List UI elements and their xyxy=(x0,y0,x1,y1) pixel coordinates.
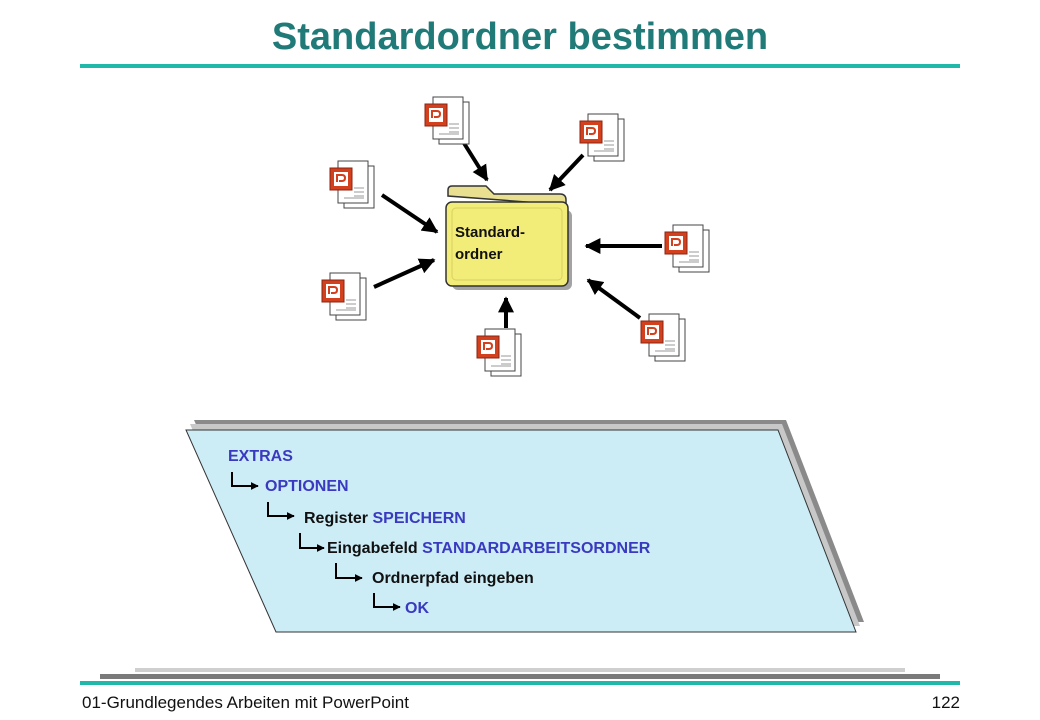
step-connector-arrow xyxy=(231,472,259,490)
arrow-top-left xyxy=(460,138,489,182)
powerpoint-document-icon xyxy=(329,160,375,209)
footer-grey-line xyxy=(100,674,940,679)
powerpoint-document-icon xyxy=(424,96,470,145)
powerpoint-document-icon xyxy=(579,113,625,162)
arrows xyxy=(373,138,662,328)
folder-icon xyxy=(445,185,572,290)
footer-page-number: 122 xyxy=(931,693,960,712)
title-divider xyxy=(80,64,960,68)
folder-label-line2: ordner xyxy=(455,246,503,263)
step-register: Register SPEICHERN xyxy=(304,510,466,528)
arrow-right-lower xyxy=(586,278,642,320)
step-field-prefix: Eingabefeld xyxy=(327,540,418,557)
powerpoint-document-icon xyxy=(664,224,710,273)
footer-shadow-line xyxy=(135,668,905,672)
folder-label: Standard- ordner xyxy=(455,222,525,266)
step-optionen: OPTIONEN xyxy=(265,478,349,495)
step-field-value: STANDARDARBEITSORDNER xyxy=(422,540,651,557)
step-register-value: SPEICHERN xyxy=(372,510,466,527)
slide-title: Standardordner bestimmen xyxy=(271,16,769,58)
step-field: Eingabefeld STANDARDARBEITSORDNER xyxy=(327,540,650,558)
powerpoint-document-icon xyxy=(321,272,367,321)
step-connector-arrow xyxy=(299,533,325,552)
powerpoint-document-icon xyxy=(476,328,522,377)
step-extras: EXTRAS xyxy=(228,448,293,465)
folder-label-line1: Standard- xyxy=(455,224,526,241)
arrow-left-upper xyxy=(380,193,439,234)
footer-divider xyxy=(80,681,960,685)
step-ok: OK xyxy=(405,600,429,617)
step-path: Ordnerpfad eingeben xyxy=(372,570,534,587)
footer-course-title: 01-Grundlegendes Arbeiten mit PowerPoint xyxy=(82,693,409,712)
step-register-prefix: Register xyxy=(304,510,369,527)
step-connectors xyxy=(231,472,401,611)
arrow-top-right xyxy=(548,153,585,192)
step-connector-arrow xyxy=(373,593,401,611)
step-connector-arrow xyxy=(335,563,363,582)
arrow-left-lower xyxy=(373,258,436,289)
step-connector-arrow xyxy=(267,502,295,520)
powerpoint-document-icon xyxy=(640,313,686,362)
